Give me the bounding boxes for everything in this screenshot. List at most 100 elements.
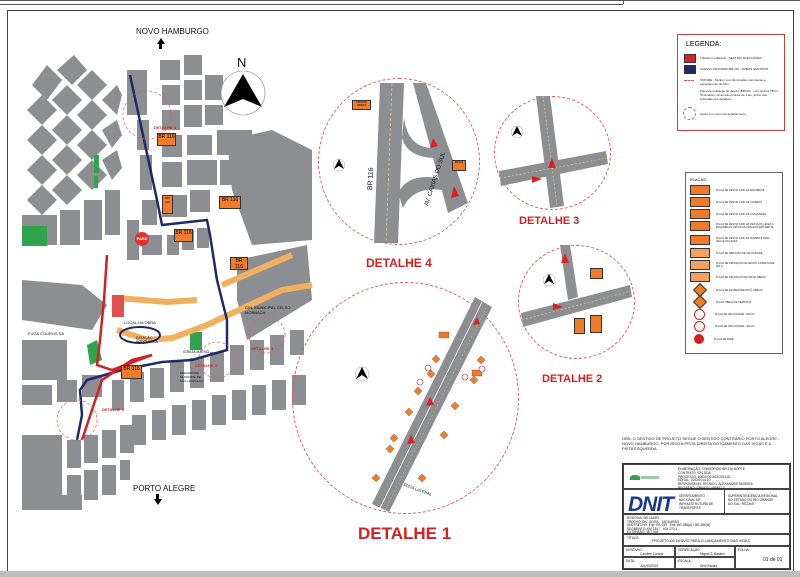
tb-folha: FOLHA: 01 de 01 — [735, 546, 790, 569]
map-sign-br116-5: BR 116 — [230, 257, 248, 270]
placas-box: PLACAS: PLACA DE DESVIO A BR 116 EM FREN… — [685, 172, 783, 354]
placa-row: PLACA DE INDICAÇÃO DE DESVIO À DIREITA E… — [690, 260, 776, 270]
placa-row: PLACA DE VELOCIDADE - 60km/h — [690, 309, 754, 320]
detail-4-drawing — [374, 82, 468, 244]
legend-item-2: ACESSO RETORNO BR 116 - AMBOS SENTIDOS — [700, 67, 769, 71]
project-note: OBS: O SENTIDO DE PROJETO SEGUE O SENTID… — [622, 436, 780, 451]
tb-desenho-value: Caroline Cardos — [640, 552, 664, 556]
detail-3-circle — [494, 96, 611, 210]
place-gin-municipal: GIN. MUNICIPAL CELSO MORBACH — [245, 305, 291, 315]
placa-sign — [690, 197, 710, 207]
tb-contrato: CONTRATO: 02/12018 — [678, 470, 711, 475]
placa-row: PLACA DE PARE — [690, 334, 734, 344]
placa-sign — [690, 221, 710, 231]
place-estacao: ESTAÇÃO RODOVIÁRIA — [136, 336, 158, 344]
map-sign-br116-3: BR 116 — [219, 196, 241, 209]
tb-data-value: JULHO/2021 — [640, 564, 659, 568]
detail-1-title: DETALHE 1 — [358, 524, 452, 543]
dnit-logo: DNIT — [628, 493, 674, 516]
tb-escala: ESCALA: Sem Escala — [675, 557, 735, 569]
tb-folha-label: FOLHA: — [738, 548, 750, 552]
placa-row: PLACA DE INDICAÇÃO DE FIM DE OBRAS — [690, 272, 766, 282]
placa-sign — [690, 272, 710, 282]
tb-data-label: DATA: — [626, 559, 635, 563]
detail-3-compass-icon — [510, 125, 524, 139]
tb-escala-label: ESCALA: — [678, 559, 692, 563]
map-ref-detalhe-1: DETALHE 1 — [102, 407, 124, 412]
legend-item-3: TAPUME - Tambor com iluminação intermite… — [700, 78, 766, 86]
stop-sign-icon — [694, 334, 704, 344]
placa-sign — [690, 185, 710, 195]
diamond-sign-icon — [692, 294, 708, 310]
placa-row: PLACA DE DESVIO A BR 116 À DIREITA — [690, 197, 762, 207]
placa-row: PLACA DE DESVIO A BR 116 VEÍCULOS LEVES … — [690, 221, 776, 231]
site-map — [22, 55, 313, 510]
legend-title: LEGENDA: — [686, 41, 722, 48]
legend-tapume-line — [684, 80, 694, 81]
tb-processo: PROCESSO: 50610.001632/2014-81 — [678, 474, 731, 479]
legend-item-1: Trânsito modificado - SENTIDO RODOVIÁRIA — [700, 56, 762, 60]
tb-segmento: SEGMENTO: KM 234,7 - KM 270,4 — [627, 526, 678, 531]
detail-2-sign-1 — [590, 268, 603, 279]
legend-item-5: Áreas com zoom de detalhamento — [700, 112, 746, 116]
compass-n-label: N — [237, 55, 247, 70]
placa-row: PLACA DE DESVIO A BR 116 EM FRENTE — [690, 185, 764, 195]
detail-4-sign-fim-obras: FIM DAS OBRAS — [352, 100, 371, 110]
tb-escala-value: Sem Escala — [700, 564, 718, 568]
placa-row: PLACA DE ESTREITAMENTO À DIREITA — [690, 282, 763, 298]
legend-swatch-red — [684, 54, 696, 63]
detail-4-sign-br116: BR 116 — [452, 160, 466, 171]
placa-sign — [690, 209, 710, 219]
detail-4-road-br116: BR 116 — [367, 167, 376, 191]
north-city-label: NOVO HAMBURGO — [136, 27, 209, 36]
map-ref-detalhe-2: DETALHE 2 — [195, 363, 217, 368]
tb-verificacao: VERIFICAÇÃO: Miguel S. Bastien — [675, 546, 735, 557]
frame-top-inner — [0, 4, 623, 5]
legend-circle-icon — [683, 107, 696, 120]
tb-registro: REGISTRO: CREA SC 085482-0 — [678, 485, 725, 490]
detail-4-compass-icon — [332, 158, 346, 172]
detail-2-circle — [518, 245, 635, 359]
tb-edital: EDITAL: 0192/2014-10 — [678, 478, 711, 483]
tb-trecho: TRECHO: DIV. SC/RS - JAGUARÃO — [627, 519, 680, 524]
legend-item-4: Placa de indicação de desvio (BR116) - c… — [700, 89, 779, 101]
placa-row: PLACA DE DESVIO A BR 116 SOMENTE PARA VE… — [690, 235, 776, 245]
tb-titulo-row: TÍTULO: PROJETO DE DESVIO PARA O LANÇAME… — [623, 534, 790, 546]
detail-2-title: DETALHE 2 — [542, 373, 603, 385]
detail-2-sign-3 — [590, 315, 602, 333]
north-arrow-icon — [157, 38, 165, 44]
map-ref-detalhe-3: DETALHE 3 — [251, 346, 273, 351]
tb-desenho-label: DESENHO: — [626, 548, 643, 552]
tb-folha-value: 01 de 01 — [763, 557, 783, 563]
place-local-obra: LOCAL DA OBRA — [124, 320, 156, 325]
map-sign-br116-6: BR 116 — [121, 365, 142, 379]
map-sign-br116-1: BR 116 — [157, 133, 176, 146]
tb-superintendencia: SUPERINTENDÊNCIA REGIONAL NO ESTADO DO R… — [728, 494, 778, 506]
map-sign-br116-4: BR 116 — [174, 229, 193, 242]
detail-2-compass-icon — [542, 273, 556, 287]
map-ref-detalhe-4: DETALHE 4 — [154, 125, 176, 130]
tb-elaboracao: ELABORAÇÃO: CONSÓRCIO BR-116 NORTE — [678, 467, 745, 471]
consortium-logo — [630, 473, 660, 482]
tb-rodovia: RODOVIA: BR-116/RS — [627, 516, 660, 520]
placa-sign — [690, 235, 710, 245]
tb-verificacao-label: VERIFICAÇÃO: — [678, 548, 701, 552]
detail-2-sign-2 — [574, 318, 585, 334]
placa-sign — [690, 260, 710, 270]
tb-verificacao-value: Miguel S. Bastien — [700, 552, 725, 556]
map-sign-pare: PARE — [135, 232, 149, 246]
tb-dnit-row: DNIT DEPARTAMENTO NACIONAL DE INFRAESTRU… — [623, 489, 790, 516]
placa-row: PLACA DE REDUÇÃO DE VELOCIDADE — [690, 248, 762, 258]
north-arrow-stem — [159, 44, 162, 49]
frame-top-line — [0, 0, 800, 1]
tb-data: DATA: JULHO/2021 — [623, 557, 675, 569]
tb-header: ELABORAÇÃO: CONSÓRCIO BR-116 NORTE CONTR… — [623, 464, 790, 490]
placa-row: PLACA OBRAS DE SERVIÇOS — [690, 294, 751, 310]
frame-divider — [623, 0, 624, 4]
detail-1-compass-icon — [354, 366, 370, 382]
speed-sign-icon — [694, 309, 705, 320]
place-fuga: FUGA COUROS SA — [28, 331, 65, 336]
detail-1-drawing — [371, 297, 492, 512]
south-arrow-icon — [154, 499, 162, 505]
south-arrow-stem — [156, 494, 159, 499]
